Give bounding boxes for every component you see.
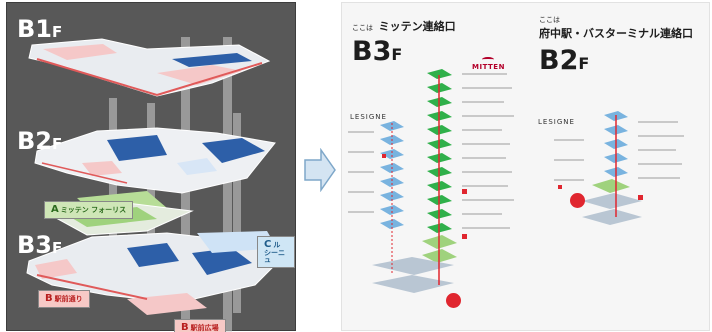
here-label: ここは [539,16,560,24]
current-floor-label: B3F [352,38,456,65]
current-location-icon [570,193,585,208]
floor-label-b2f-suffix: F [52,135,63,153]
directory-boards: ここは ミッテン連絡口 B3F ここは 府中駅・バスターミナル連絡口 B2F M… [341,2,710,331]
callout-station-street-text: 駅前通り [54,295,83,303]
lesigne-logo: LESIGNE [350,113,387,121]
current-floor-suffix: F [391,45,403,64]
here-label: ここは [352,24,373,32]
isometric-floors-drawing [26,37,288,332]
callout-lesigne-key: C [264,239,272,250]
callout-mitten-text: ミッテン フォーリス [60,206,127,214]
current-floor-main: B3 [352,36,392,67]
callout-station-street-key: B [45,293,53,304]
mitten-logo: MITTEN [472,57,505,71]
floor-label-b3f-suffix: F [52,239,63,257]
right-arrow-icon [304,148,336,192]
board-title-mitten: ここは ミッテン連絡口 B3F [352,15,456,65]
current-floor-suffix: F [578,54,590,73]
floor-label-b1f: B1F [17,17,62,41]
current-floor-main: B2 [539,45,579,76]
destination-label: 府中駅・バスターミナル連絡口 [539,27,693,40]
destination-label: ミッテン連絡口 [378,20,456,33]
callout-station-plaza-text: 駅前広場 [190,324,219,332]
callout-lesigne-text: ル シーニュ [264,241,285,264]
mitten-logo-text: MITTEN [472,63,505,71]
lesigne-logo: LESIGNE [538,118,575,126]
board-title-station: ここは 府中駅・バスターミナル連絡口 B2F [539,15,693,74]
floor-label-b3f-main: B3 [17,231,52,259]
directory-diagram [348,69,684,293]
current-floor-label: B2F [539,47,693,74]
floor-label-b1f-main: B1 [17,15,52,43]
callout-mitten-key: A [51,204,59,215]
current-location-icon [446,293,461,308]
floor-label-b2f: B2F [17,129,62,153]
floor-label-b3f: B3F [17,233,62,257]
floor-label-b2f-main: B2 [17,127,52,155]
floor-label-b1f-suffix: F [52,23,63,41]
callout-station-plaza-key: B [181,322,189,332]
